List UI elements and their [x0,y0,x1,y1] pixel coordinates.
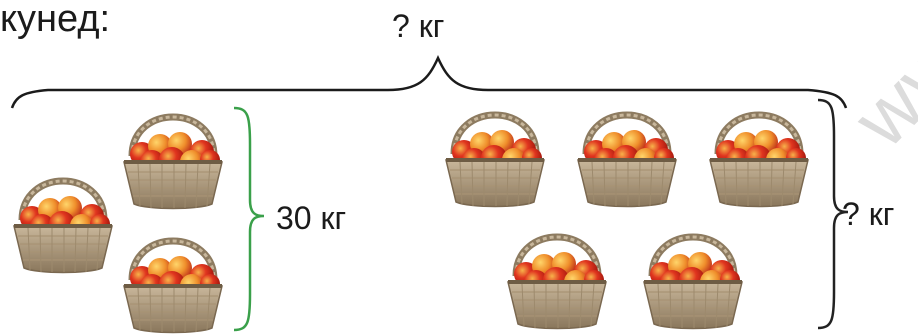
apple-basket-icon [572,94,682,209]
left-group-brace [233,106,265,332]
right-group-brace [817,98,849,330]
apple-basket-icon [704,94,814,209]
header-text: кунед: [0,0,111,40]
apple-basket-icon [118,96,228,211]
total-weight-label: ? кг [392,8,445,44]
left-group-weight-label: 30 кг [276,200,347,236]
apple-basket-icon [502,216,612,331]
apple-basket-icon [638,216,748,331]
right-group-weight-label: ? кг [842,196,895,232]
apple-basket-icon [118,220,228,335]
top-brace [10,54,848,109]
apple-basket-icon [8,160,118,275]
apple-basket-icon [440,94,550,209]
